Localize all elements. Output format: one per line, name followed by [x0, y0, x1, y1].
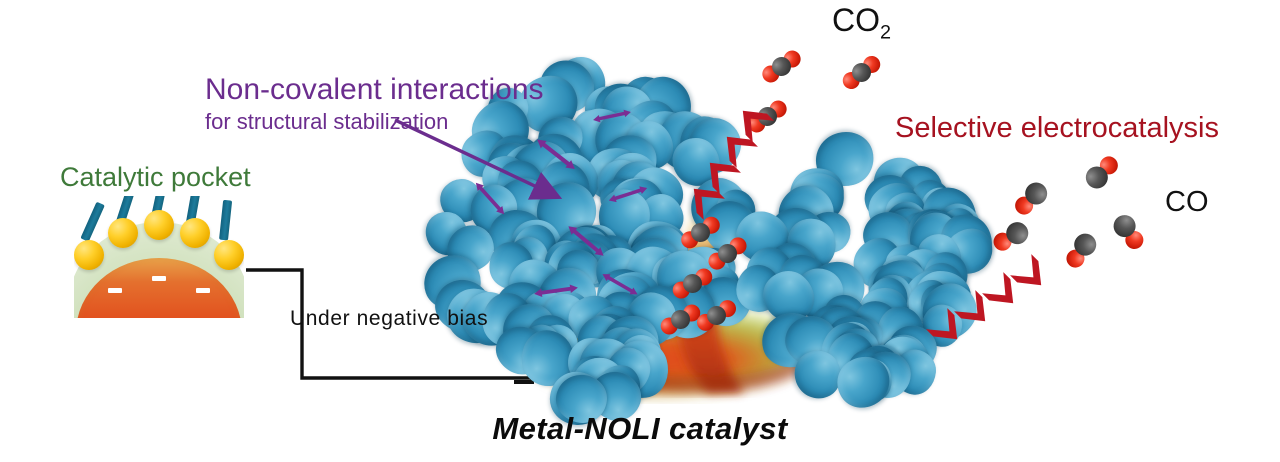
co-outflow-chevron	[982, 272, 1014, 304]
co-molecule	[1011, 177, 1052, 219]
gold-atom	[180, 218, 210, 248]
figure-title: Metal-NOLI catalyst	[492, 411, 788, 446]
co2-molecule	[838, 52, 883, 93]
co2-molecule	[693, 296, 739, 334]
non-covalent-arrow	[534, 284, 578, 298]
selective-electrocatalysis-label: Selective electrocatalysis	[895, 112, 1219, 144]
co-outflow-chevron	[954, 290, 986, 322]
non-covalent-arrow	[593, 109, 631, 123]
co-outflow-chevron	[1010, 254, 1042, 286]
co2-inflow-chevron	[709, 162, 741, 194]
co-molecule	[1062, 229, 1101, 272]
co-molecule	[1109, 210, 1147, 253]
co2-inflow-chevron	[742, 110, 774, 142]
negative-charge	[108, 288, 122, 293]
co2-molecule	[704, 233, 750, 273]
co2-molecule	[668, 265, 715, 302]
gold-atom	[74, 240, 104, 270]
co-molecule	[990, 218, 1033, 254]
co-label: CO	[1165, 186, 1209, 218]
non-covalent-arrow	[568, 226, 604, 256]
gold-atom	[108, 218, 138, 248]
nanoparticle-right-cluster	[726, 124, 1006, 420]
co2-inflow-chevron	[693, 188, 725, 220]
non-covalent-arrow	[608, 186, 648, 203]
non-covalent-title: Non-covalent interactions	[205, 73, 544, 106]
co2-molecule	[758, 47, 804, 86]
co-outflow-chevron	[926, 308, 958, 340]
non-covalent-arrow	[602, 274, 638, 295]
co2-label: CO2	[832, 2, 892, 44]
negative-charge	[152, 276, 166, 281]
co2-inflow-chevron	[726, 136, 758, 168]
co2-label-text: CO	[832, 2, 880, 38]
catalytic-pocket-inset	[74, 196, 244, 318]
catalytic-pocket-label: Catalytic pocket	[60, 162, 251, 192]
co-molecule	[1081, 152, 1122, 194]
co2-molecule	[656, 301, 703, 338]
co2-molecule	[677, 213, 723, 252]
co2-label-subscript: 2	[880, 21, 892, 44]
non-covalent-subtitle: for structural stabilization	[205, 109, 449, 134]
negative-charge	[196, 288, 210, 293]
gold-atom	[144, 210, 174, 240]
under-negative-bias-label: Under negative bias	[290, 307, 489, 330]
gold-atom	[214, 240, 244, 270]
